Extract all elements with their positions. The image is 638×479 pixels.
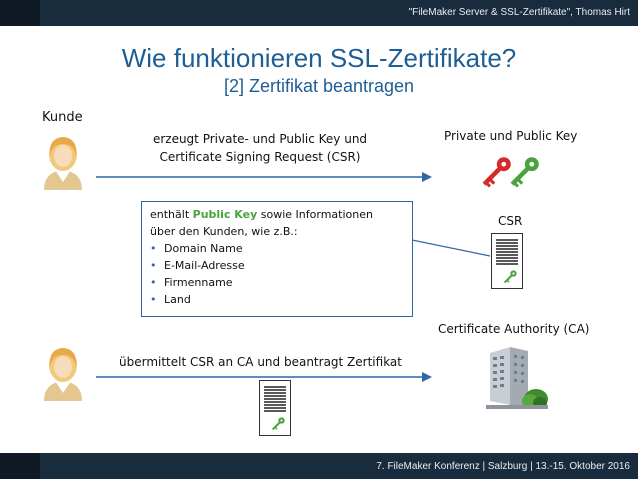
header-accent <box>0 0 40 26</box>
csr-connector-line <box>412 239 491 257</box>
info-line2: über den Kunden, wie z.B.: <box>150 225 298 238</box>
csr-info-box: enthält Public Key sowie Informationen ü… <box>141 201 413 317</box>
footer-text: 7. FileMaker Konferenz | Salzburg | 13.-… <box>376 461 630 472</box>
info-bullet-list: •Domain Name •E-Mail-Adresse •Firmenname… <box>150 242 404 310</box>
footer-accent <box>0 453 40 479</box>
step1-text-line2: Certificate Signing Request (CSR) <box>159 150 361 164</box>
document-icon <box>259 380 291 436</box>
arrow-step1 <box>96 172 432 182</box>
info-line1: enthält Public Key sowie Informationen <box>150 208 404 225</box>
person-icon <box>44 137 82 190</box>
green-key-icon <box>510 157 539 188</box>
info-prefix: enthält <box>150 208 193 221</box>
list-item: •Firmenname <box>150 276 233 289</box>
ca-label: Certificate Authority (CA) <box>438 322 590 336</box>
arrow-step2 <box>96 372 432 382</box>
slide-title: Wie funktionieren SSL-Zertifikate? <box>121 43 517 73</box>
list-item: •E-Mail-Adresse <box>150 259 245 272</box>
person-icon <box>44 348 82 401</box>
info-suffix: sowie Informationen <box>257 208 373 221</box>
step2-text: übermittelt CSR an CA und beantragt Zert… <box>119 355 402 369</box>
slide-subtitle: [2] Zertifikat beantragen <box>223 76 415 96</box>
csr-label: CSR <box>498 214 523 228</box>
step1-text-line1: erzeugt Private- und Public Key und <box>152 132 368 146</box>
document-icon <box>491 233 523 289</box>
customer-label: Kunde <box>42 110 83 125</box>
info-public-key-highlight: Public Key <box>192 208 258 221</box>
header-credit: "FileMaker Server & SSL-Zertifikate", Th… <box>408 7 630 18</box>
red-key-icon <box>482 157 511 188</box>
header-bar: "FileMaker Server & SSL-Zertifikate", Th… <box>0 0 638 26</box>
keys-label: Private und Public Key <box>444 129 578 143</box>
list-item: •Land <box>150 293 191 306</box>
list-item: •Domain Name <box>150 242 243 255</box>
footer-bar: 7. FileMaker Konferenz | Salzburg | 13.-… <box>0 453 638 479</box>
office-building-icon <box>486 347 548 409</box>
